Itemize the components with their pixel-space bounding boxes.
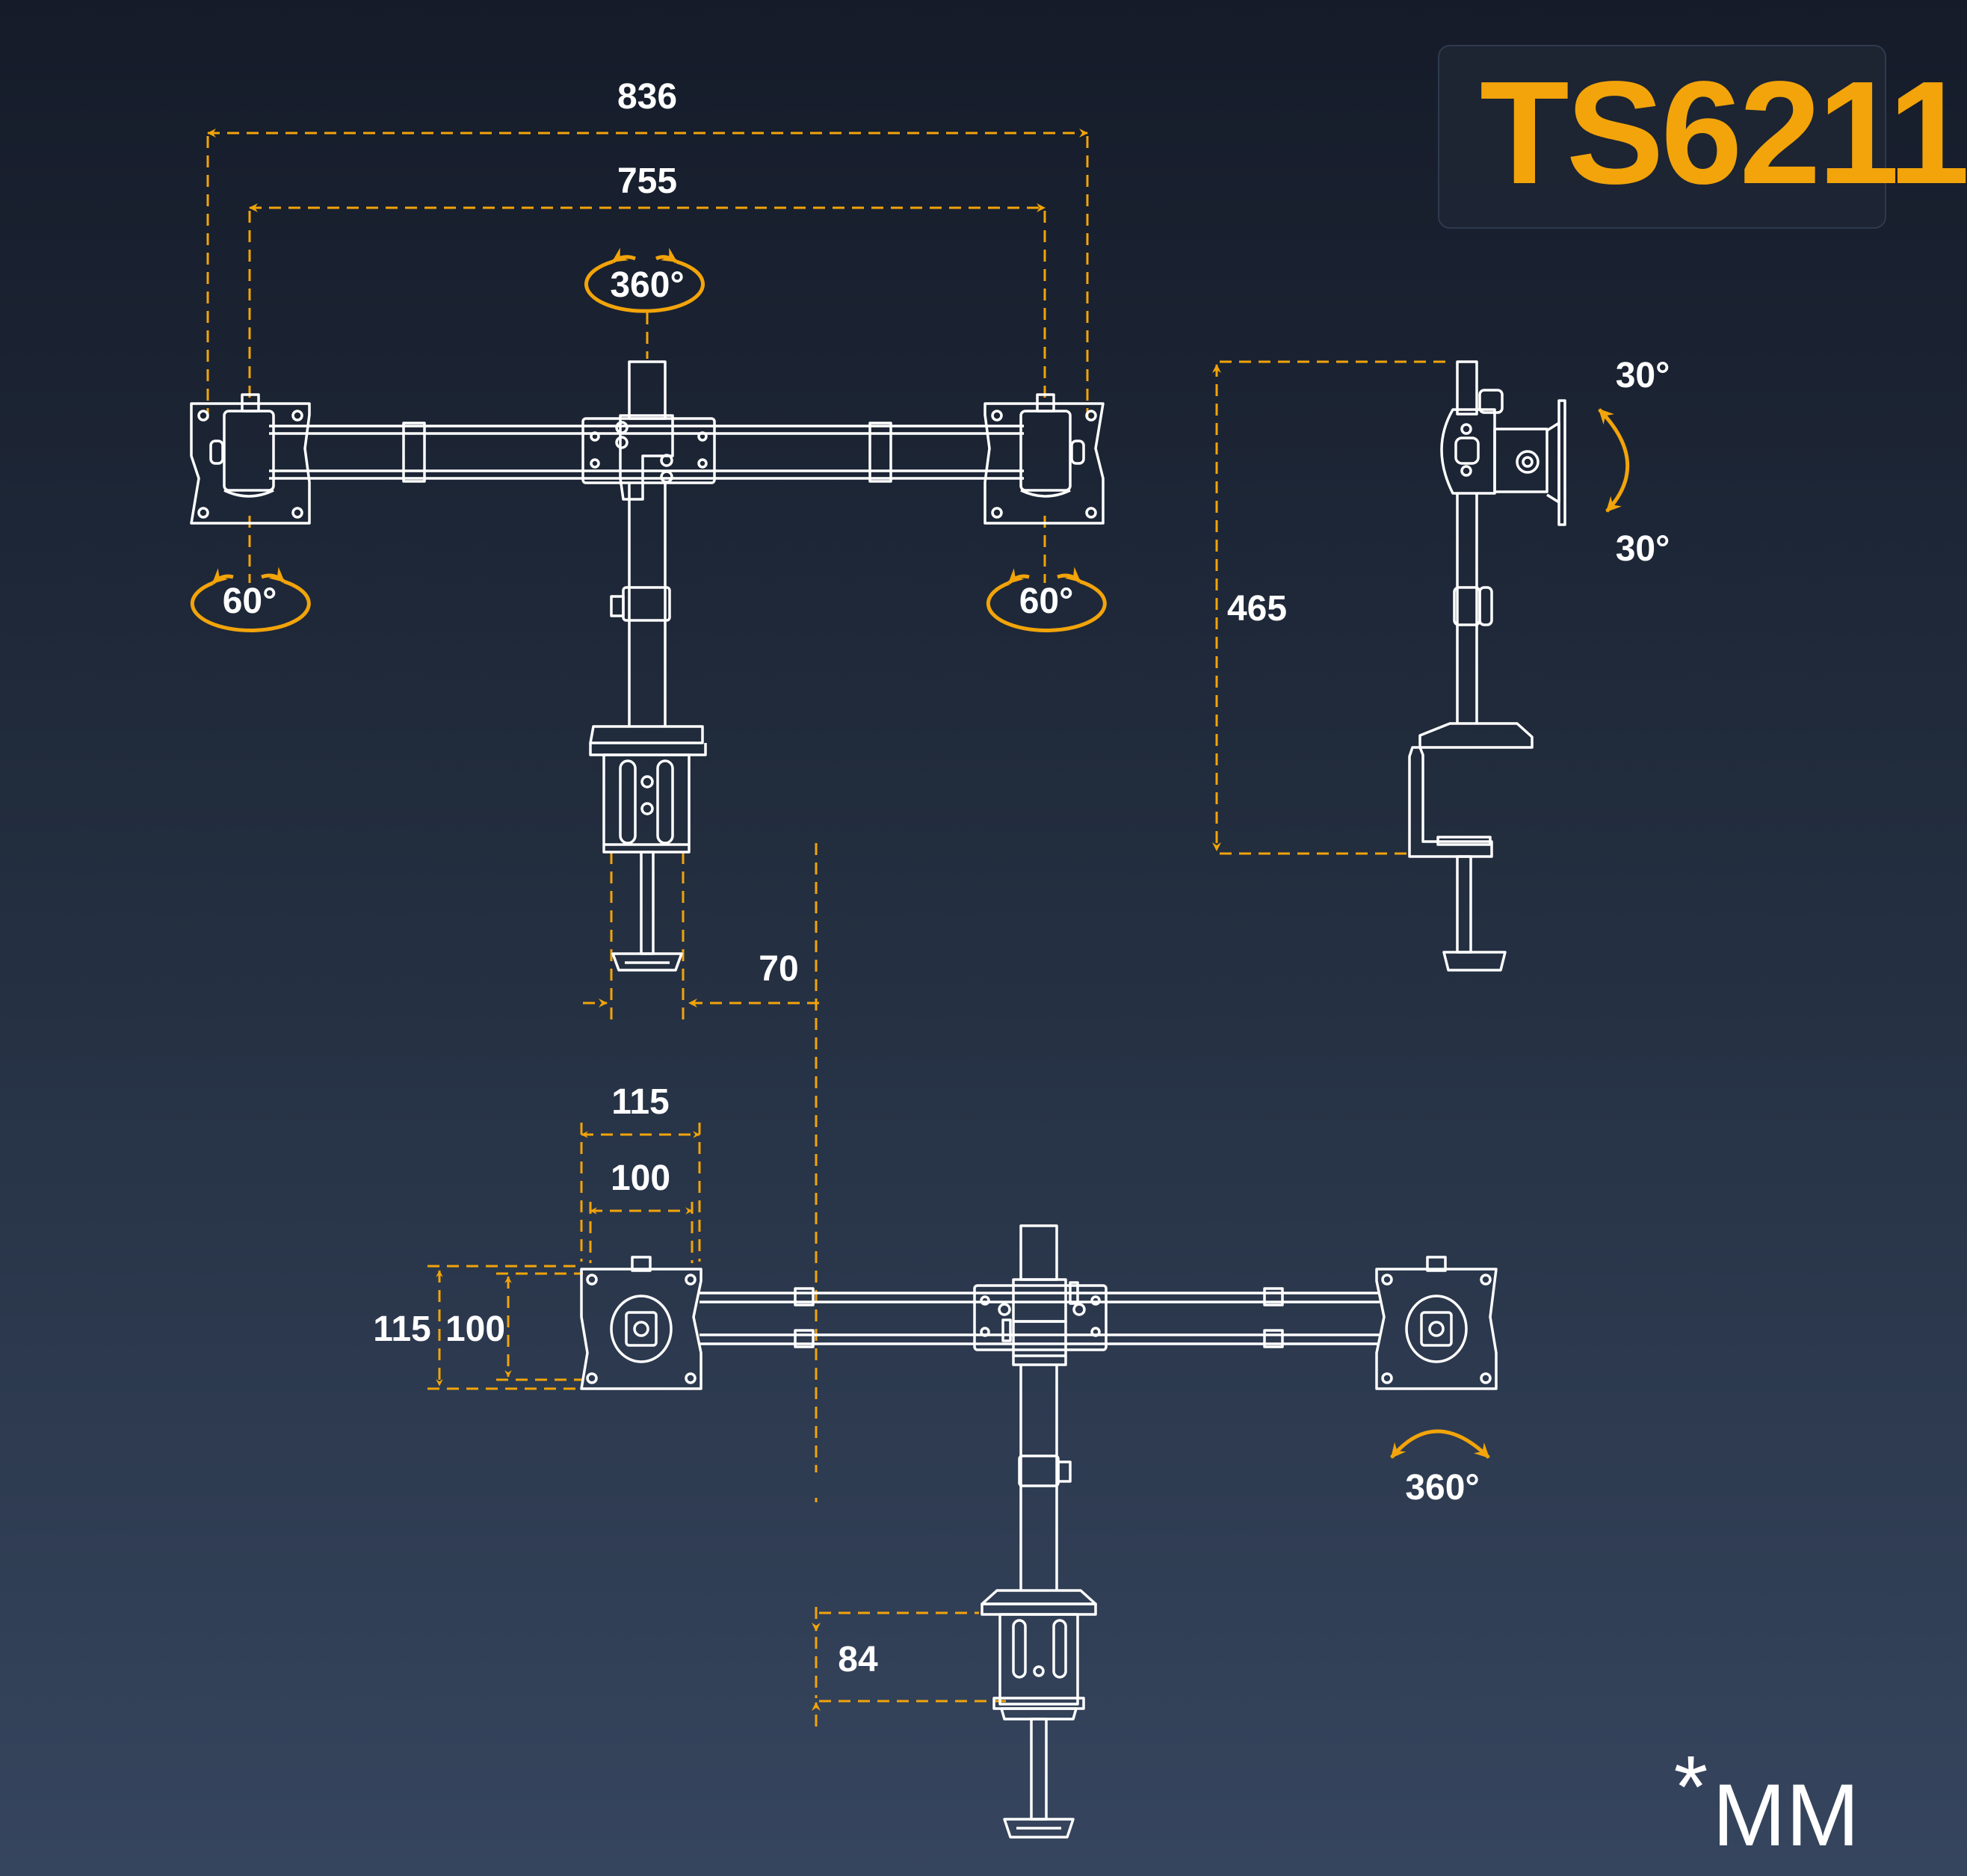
monitor-mount-diagram: 836 755 360° 60° 60° 70 bbox=[190, 77, 1670, 1839]
pole-rotation-indicator bbox=[584, 247, 705, 313]
model-badge: TS6211 bbox=[1438, 45, 1967, 229]
left-vesa-plate bbox=[190, 402, 311, 525]
unit-label: *MM bbox=[1673, 1743, 1859, 1860]
pole-rotation-label: 360° bbox=[610, 265, 684, 305]
height-label: 465 bbox=[1227, 589, 1287, 629]
inner-width-label: 755 bbox=[617, 161, 677, 201]
top-head-rotation-label: 360° bbox=[1405, 1468, 1479, 1508]
side-view: 465 30° 30° bbox=[1212, 356, 1670, 972]
side-dimension-lines bbox=[1212, 360, 1450, 855]
front-dimension-lines bbox=[206, 129, 1089, 1024]
plate-outer-width-label: 115 bbox=[611, 1082, 669, 1122]
top-view: 115 100 115 100 360° 84 bbox=[373, 843, 1498, 1839]
unit-prefix: * bbox=[1673, 1738, 1708, 1836]
front-mount-drawing bbox=[190, 360, 1105, 972]
model-number: TS6211 bbox=[1480, 51, 1967, 215]
top-left-vesa-plate bbox=[580, 1268, 702, 1390]
clamp-depth-label: 84 bbox=[838, 1640, 878, 1679]
top-mount-drawing bbox=[580, 1224, 1498, 1839]
right-vesa-plate bbox=[984, 402, 1105, 525]
plate-outer-height-label: 115 bbox=[373, 1309, 430, 1349]
right-head-rotation-label: 60° bbox=[1019, 581, 1074, 621]
unit-value: MM bbox=[1712, 1766, 1859, 1865]
side-mount-drawing bbox=[1408, 360, 1566, 972]
top-right-vesa-plate bbox=[1375, 1268, 1498, 1390]
tilt-indicator bbox=[1598, 408, 1630, 513]
top-head-rotation-indicator bbox=[1390, 1429, 1490, 1459]
right-head-rotation-indicator bbox=[986, 567, 1107, 633]
tilt-down-label: 30° bbox=[1616, 529, 1670, 569]
top-dimension-lines bbox=[427, 843, 818, 1502]
plate-inner-width-label: 100 bbox=[611, 1158, 670, 1198]
outer-width-label: 836 bbox=[617, 77, 677, 117]
clamp-depth-dimension bbox=[812, 1607, 1006, 1727]
tilt-up-label: 30° bbox=[1616, 356, 1670, 395]
plate-inner-height-label: 100 bbox=[445, 1309, 505, 1349]
clamp-width-label: 70 bbox=[759, 949, 798, 989]
left-head-rotation-label: 60° bbox=[223, 581, 277, 621]
front-view: 836 755 360° 60° 60° 70 bbox=[190, 77, 1107, 1024]
left-head-rotation-indicator bbox=[190, 567, 311, 633]
